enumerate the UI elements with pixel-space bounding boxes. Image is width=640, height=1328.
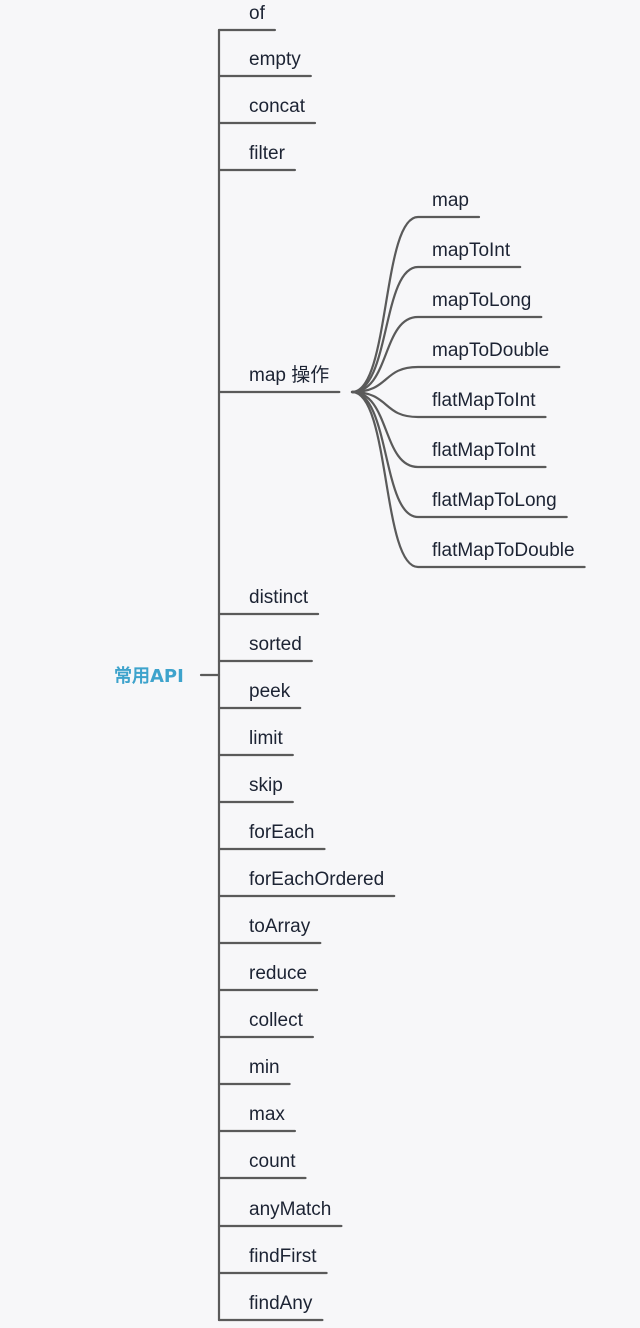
nodes-layer: of empty concat filter map 操作 map mapToInt mapT…: [217, 3, 586, 1322]
child-node-label: flatMapToInt: [432, 440, 536, 461]
child-node-label: mapToInt: [432, 240, 511, 261]
node-label: concat: [249, 96, 306, 117]
child-node-label: flatMapToDouble: [432, 540, 575, 561]
child-connector: [350, 390, 568, 519]
root-node-label: 常用API: [114, 665, 184, 687]
child-connector: [350, 365, 561, 394]
node-label: sorted: [249, 634, 302, 655]
child-node-label: flatMapToInt: [432, 390, 536, 411]
child-node-label: flatMapToLong: [432, 490, 557, 511]
node-label: map 操作: [249, 364, 329, 386]
child-node-label: map: [432, 190, 469, 211]
child-connector: [350, 390, 586, 569]
node-label: collect: [249, 1010, 304, 1031]
node-label: forEach: [249, 822, 314, 843]
child-node-label: mapToDouble: [432, 340, 549, 361]
node-label: skip: [249, 775, 283, 796]
child-connector: [350, 315, 543, 394]
node-label: limit: [249, 728, 283, 749]
node-label: of: [249, 3, 266, 24]
child-connector: [350, 265, 522, 394]
node-label: findAny: [249, 1293, 313, 1314]
node-label: distinct: [249, 587, 309, 608]
node-label: forEachOrdered: [249, 869, 384, 890]
node-label: count: [249, 1151, 296, 1172]
child-node-label: mapToLong: [432, 290, 531, 311]
child-connector: [350, 215, 481, 394]
node-label: max: [249, 1104, 285, 1125]
node-label: findFirst: [249, 1246, 317, 1267]
node-label: peek: [249, 681, 291, 702]
child-connector: [350, 390, 547, 419]
child-connector: [350, 390, 547, 469]
node-label: filter: [249, 143, 286, 164]
node-label: toArray: [249, 916, 311, 937]
node-label: empty: [249, 49, 301, 70]
node-label: reduce: [249, 963, 307, 984]
node-label: anyMatch: [249, 1199, 331, 1220]
node-label: min: [249, 1057, 280, 1078]
